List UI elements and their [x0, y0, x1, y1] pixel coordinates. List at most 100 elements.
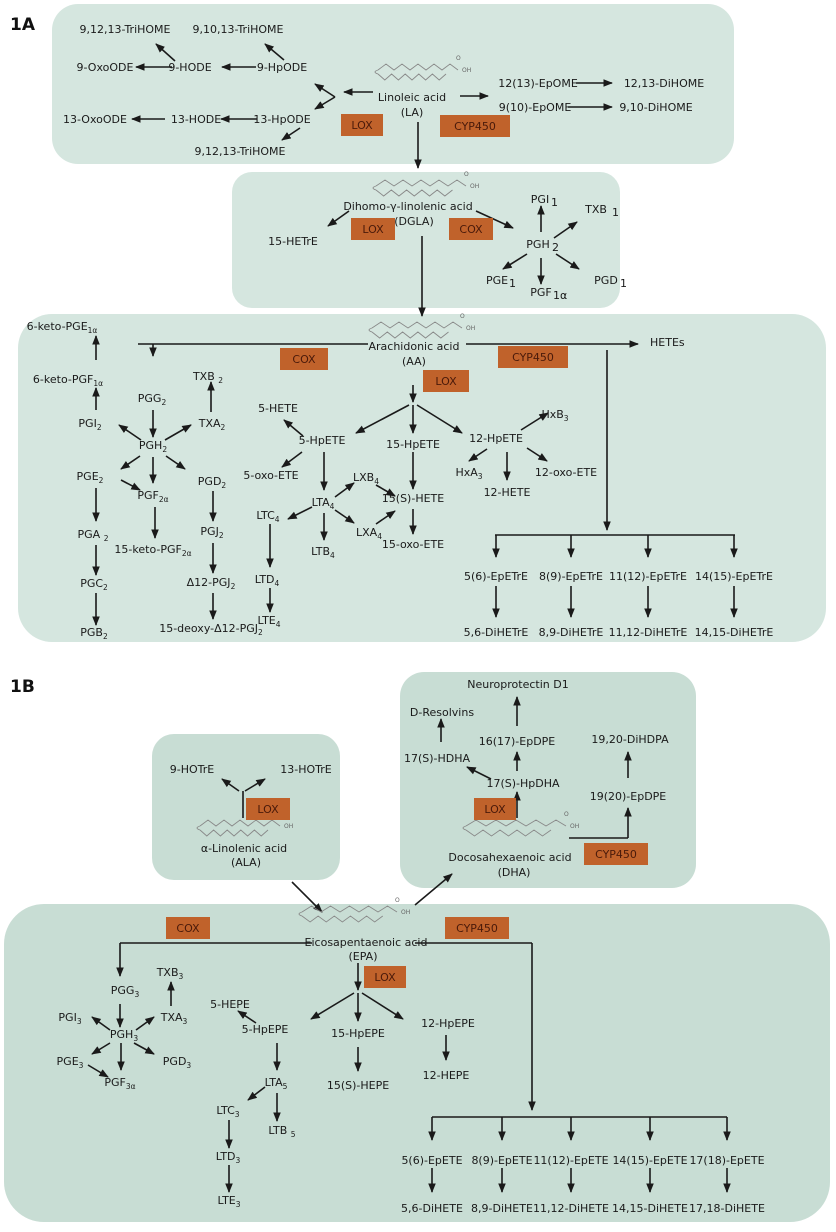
metabolite-docosahexaenoic-acid: Docosahexaenoic acid [448, 851, 571, 864]
metabolite-5-6-dihetre: 5,6-DiHETrE [464, 626, 529, 639]
enzyme-cox: COX [280, 348, 328, 370]
subscript: 1 [620, 277, 627, 290]
svg-text:O: O [395, 897, 400, 904]
metabolite-neuroprotectin-d1: Neuroprotectin D1 [467, 678, 568, 691]
enzyme-label: LOX [435, 375, 457, 388]
svg-text:OH: OH [462, 67, 471, 74]
metabolite-pgh2: PGH2 [139, 439, 167, 454]
enzyme-cox: COX [166, 917, 210, 939]
enzyme-label: COX [459, 223, 483, 236]
reaction-arrow [283, 419, 304, 437]
reaction-arrow [375, 484, 396, 497]
reaction-arrow [314, 96, 336, 110]
reaction-arrow [244, 778, 266, 792]
reaction-arrow [475, 210, 514, 229]
metabolite-15-hetre: 15-HETrE [268, 235, 318, 248]
metabolite-ala: (ALA) [231, 856, 261, 869]
enzyme-label: CYP450 [454, 120, 496, 133]
reaction-arrow [164, 424, 192, 441]
metabolite-pgc2: PGC2 [80, 577, 108, 592]
metabolite-12-hepe: 12-HEPE [423, 1069, 470, 1082]
metabolite-pgi2: PGI2 [78, 417, 101, 432]
metabolite-11-12-epete: 11(12)-EpETE [533, 1154, 608, 1167]
metabolite-txa2: TXA2 [198, 417, 226, 432]
metabolite-14-15-dihete: 14,15-DiHETE [612, 1202, 688, 1215]
metabolite-linoleic-acid: Linoleic acid [378, 91, 446, 104]
reaction-arrow [155, 43, 176, 62]
enzyme-label: CYP450 [512, 351, 554, 364]
panel-label-1a: 1A [10, 15, 36, 35]
metabolite-pga-2: PGA 2 [78, 528, 109, 543]
metabolite-pge2: PGE2 [77, 470, 104, 485]
metabolite-19-20-epdpe: 19(20)-EpDPE [590, 790, 667, 803]
subscript: 1 [509, 277, 516, 290]
enzyme-cyp450: CYP450 [498, 346, 568, 368]
metabolite-15-deoxy-12-pgj2: 15-deoxy-Δ12-PGJ2 [159, 622, 263, 637]
metabolite-ltc3: LTC3 [216, 1104, 239, 1119]
metabolite-13-hotre: 13-HOTrE [280, 763, 332, 776]
metabolite-15-keto-pgf2: 15-keto-PGF2α [114, 543, 191, 558]
reaction-arrow [91, 1016, 111, 1031]
metabolite-8-9-epete: 8(9)-EpETE [471, 1154, 532, 1167]
metabolite-lxa4: LXA4 [356, 526, 382, 541]
metabolite-aa: (AA) [402, 355, 426, 368]
metabolite-8-9-dihete: 8,9-DiHETE [471, 1202, 533, 1215]
metabolite-15-s-hete: 15(S)-HETE [382, 492, 444, 505]
metabolite-12-hete: 12-HETE [484, 486, 531, 499]
metabolite-lxb4: LXB4 [353, 471, 379, 486]
reaction-arrow [466, 766, 492, 780]
enzyme-lox: LOX [423, 370, 469, 392]
enzyme-lox: LOX [474, 798, 516, 820]
enzyme-lox: LOX [246, 798, 290, 820]
reaction-arrow [221, 778, 240, 792]
metabolite-pgg2: PGG2 [138, 392, 167, 407]
enzyme-label: LOX [362, 223, 384, 236]
metabolite-17-s-hdha: 17(S)-HDHA [404, 752, 471, 765]
reaction-arrow [133, 1042, 155, 1055]
reaction-arrow [291, 881, 323, 913]
svg-text:OH: OH [284, 823, 293, 830]
svg-text:OH: OH [466, 325, 475, 332]
metabolite-dihomo-linolenic-acid: Dihomo-γ-linolenic acid [343, 200, 472, 213]
metabolite-pgb2: PGB2 [80, 626, 108, 641]
metabolite-hxb3: HxB3 [541, 408, 568, 423]
panel-label-1b: 1B [10, 677, 35, 697]
metabolite-5-oxo-ete: 5-oxo-ETE [243, 469, 298, 482]
metabolite-5-6-dihete: 5,6-DiHETE [401, 1202, 463, 1215]
metabolite-eicosapentaenoic-acid: Eicosapentaenoic acid [305, 936, 428, 949]
subscript: 1 [551, 196, 558, 209]
metabolite-d-resolvins: D-Resolvins [410, 706, 474, 719]
enzyme-label: LOX [351, 119, 373, 132]
svg-text:OH: OH [470, 183, 479, 190]
reaction-arrow [327, 210, 350, 227]
metabolite-12-hpete: 12-HpETE [469, 432, 523, 445]
metabolite-11-12-dihetre: 11,12-DiHETrE [609, 626, 688, 639]
metabolite-dha: (DHA) [498, 866, 531, 879]
metabolite-14-15-epetre: 14(15)-EpETrE [695, 570, 773, 583]
metabolite-lta5: LTA5 [265, 1076, 288, 1091]
metabolite-ltc4: LTC4 [256, 509, 279, 524]
metabolite-pgf2: PGF2α [137, 489, 168, 504]
enzyme-label: COX [176, 922, 200, 935]
metabolite-12-hpepe: 12-HpEPE [421, 1017, 475, 1030]
reaction-arrow [355, 404, 410, 434]
metabolite-pgd2: PGD2 [198, 475, 227, 490]
metabolite-11-12-epetre: 11(12)-EpETrE [609, 570, 687, 583]
reaction-arrow [237, 1010, 257, 1024]
metabolite-9-12-13-trihome: 9,12,13-TriHOME [80, 23, 171, 36]
svg-text:O: O [464, 171, 469, 178]
metabolite-pgh: PGH [526, 238, 549, 251]
enzyme-cyp450: CYP450 [584, 843, 648, 865]
reaction-arrow [165, 455, 186, 470]
metabolite-lte3: LTE3 [217, 1194, 240, 1209]
reaction-arrow [264, 43, 285, 61]
enzyme-label: CYP450 [456, 922, 498, 935]
reaction-arrow [118, 424, 142, 441]
reaction-arrow [87, 1064, 109, 1078]
metabolite-pge: PGE [486, 274, 508, 287]
metabolite-6-keto-pge1: 6-keto-PGE1α [27, 320, 98, 335]
metabolite-epa: (EPA) [349, 950, 378, 963]
metabolite-11-12-dihete: 11,12-DiHETE [533, 1202, 609, 1215]
